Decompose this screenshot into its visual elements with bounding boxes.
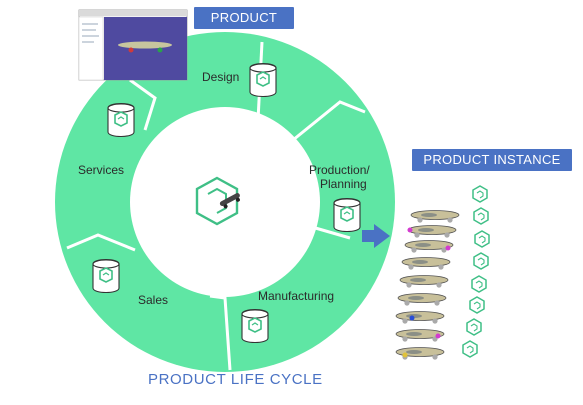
stage-label-production-line2: Planning [320,177,367,191]
database-icon-design [249,62,277,98]
skateboard-instance [395,311,445,325]
stage-label-production-line1: Production/ [309,163,370,177]
instance-token-column [462,185,490,358]
instance-token-icon [469,296,485,314]
product-label: PRODUCT [194,7,294,29]
database-icon-sales [92,258,120,294]
stage-label-design: Design [202,70,240,84]
stage-label-sales: Sales [138,293,169,307]
cad-software-thumbnail [78,9,188,81]
stage-label-manufacturing: Manufacturing [258,289,335,303]
skateboard-instance [399,275,449,289]
database-icon-production [333,197,361,233]
instance-token-icon [473,207,489,225]
product-instance-label: PRODUCT INSTANCE [412,149,572,171]
stage-label-services: Services [78,163,125,177]
instance-token-icon [472,185,488,203]
database-icon-manufacturing [241,308,269,344]
instance-token-icon [474,230,490,248]
skateboard-instance [404,240,454,254]
skateboard-instance [401,257,451,271]
skateboard-instance [397,293,447,307]
instance-token-icon [473,252,489,270]
instance-token-icon [462,340,478,358]
skateboard-instance [407,225,457,239]
skateboard-instance [410,210,460,224]
instance-token-icon [466,318,482,336]
instance-token-icon [471,275,487,293]
arrow-to-instances [362,224,390,248]
center-logo-icon [195,176,240,226]
skateboard-instances [395,210,460,361]
database-icon-services [107,102,135,138]
product-life-cycle-title: PRODUCT LIFE CYCLE [148,371,323,388]
